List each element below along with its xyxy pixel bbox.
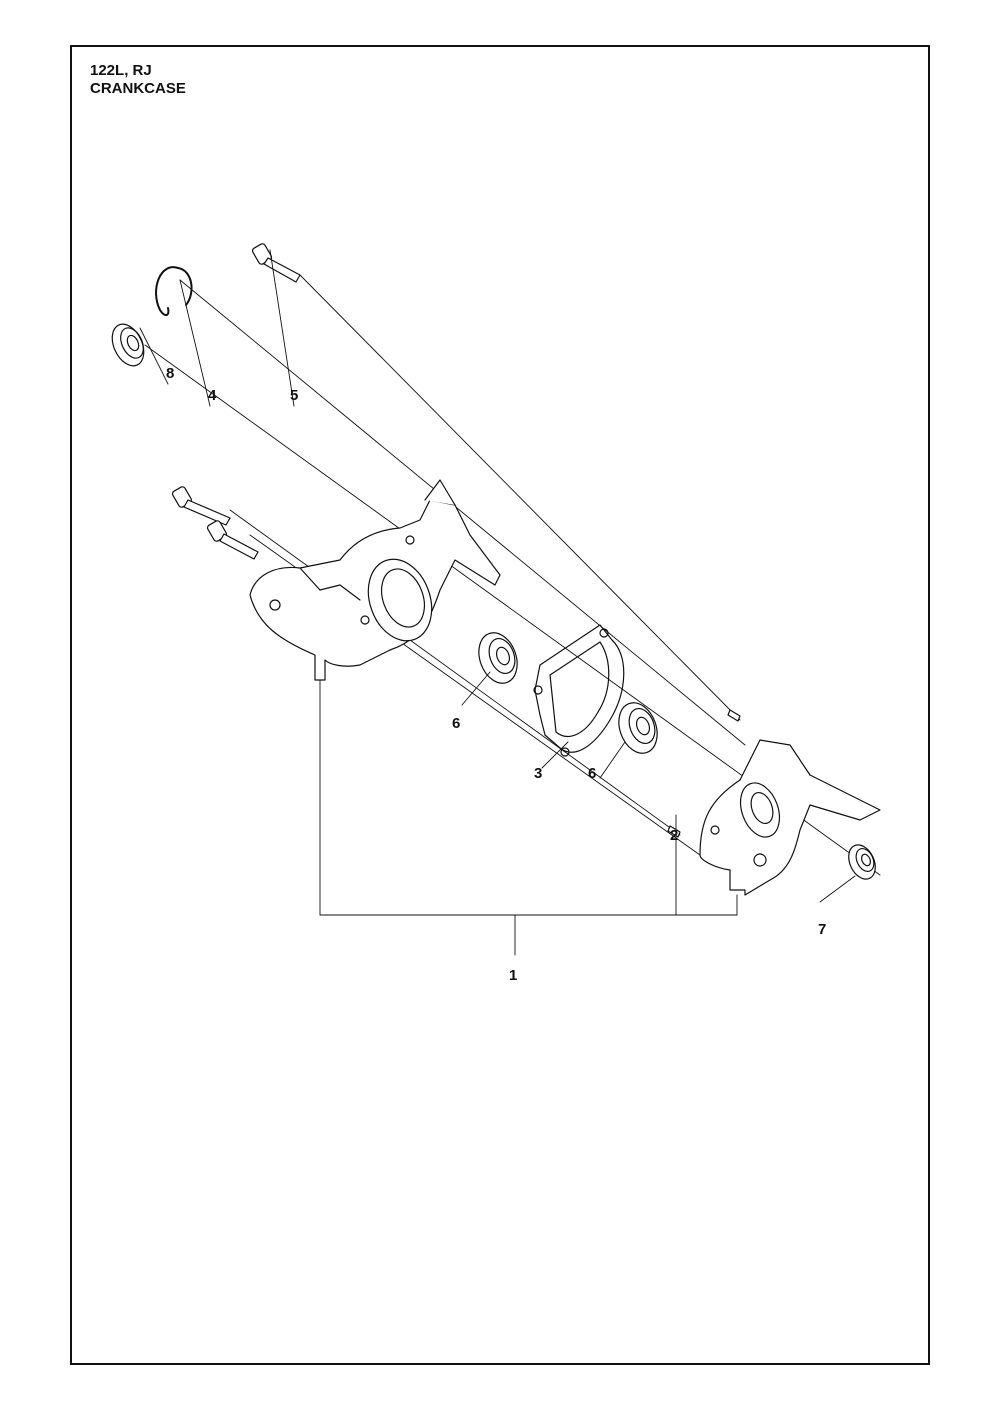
gasket-3 [533, 624, 625, 757]
callout-7: 7 [818, 921, 826, 938]
crankcase-right-half [699, 739, 881, 896]
seal-8 [111, 323, 145, 367]
section-label: CRANKCASE [90, 80, 186, 97]
callout-1: 1 [509, 967, 517, 984]
page-frame [70, 45, 930, 1365]
callout-6-right: 6 [588, 765, 596, 782]
leader-lines [139, 249, 856, 903]
crankcase-left-half [249, 479, 501, 681]
bearing-6-left [478, 632, 518, 684]
callout-4: 4 [208, 387, 217, 404]
dowel-pin-upper [727, 709, 741, 722]
dowel-pin-2 [667, 825, 681, 838]
seal-7 [848, 844, 876, 880]
model-label: 122L, RJ [90, 62, 152, 79]
diagram-title: 122L, RJ CRANKCASE [90, 62, 186, 98]
callout-5: 5 [290, 387, 298, 404]
bracket-part-1 [319, 679, 738, 956]
callout-2: 2 [670, 827, 678, 844]
callout-3: 3 [534, 765, 542, 782]
screw-b [206, 520, 259, 560]
screw-a [171, 486, 231, 526]
bearing-6-right [618, 702, 658, 754]
callout-8: 8 [166, 365, 174, 382]
screw-5 [251, 243, 301, 283]
callout-6-left: 6 [452, 715, 460, 732]
circlip-4 [155, 266, 193, 316]
